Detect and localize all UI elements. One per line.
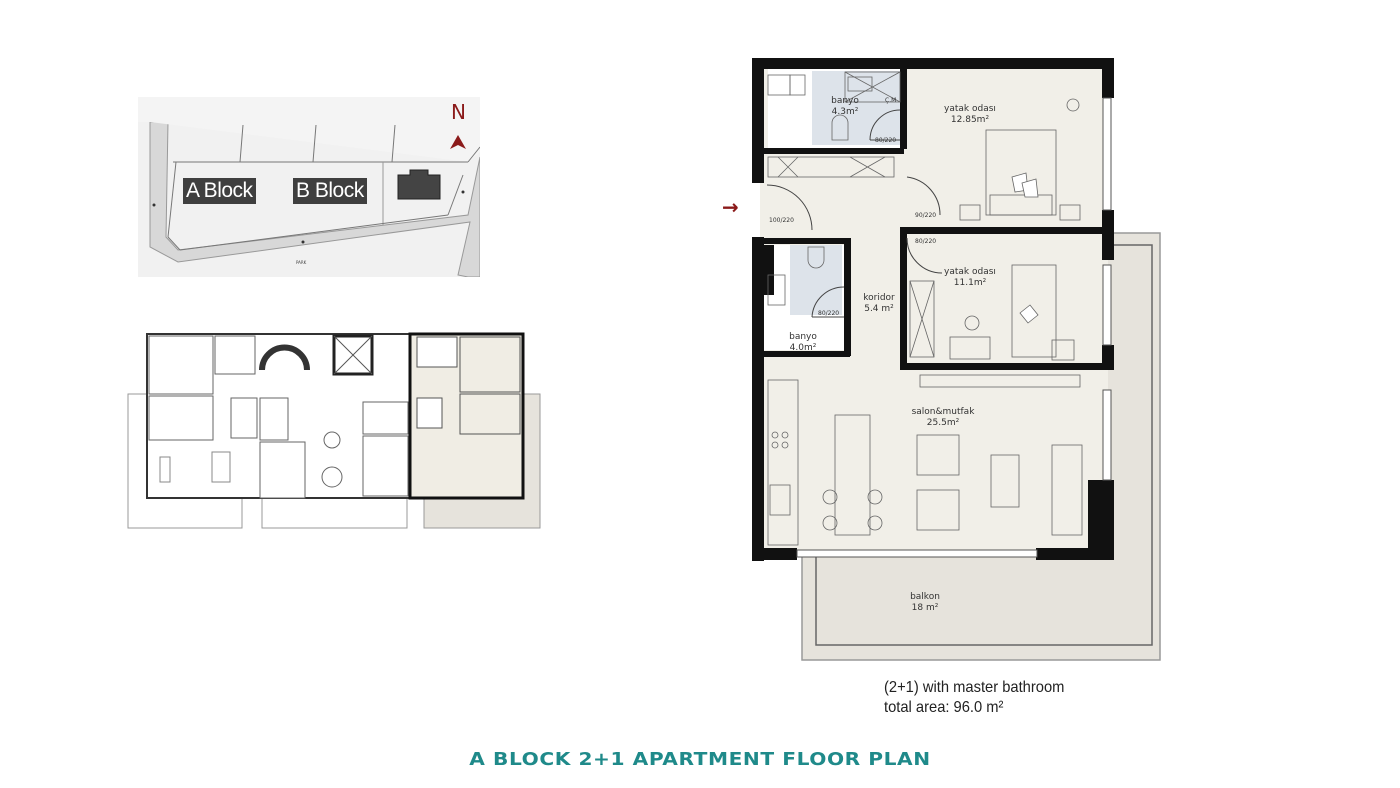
key-plan-drawing <box>127 332 541 529</box>
site-map-roads <box>138 97 480 277</box>
door-label-bedroom-2: 80/220 <box>915 238 937 245</box>
room-label-corridor: koridor 5.4 m² <box>856 293 902 315</box>
apartment-floor-plan: → banyo 4.3m² yatak odası 12.85m² yatak … <box>720 55 1180 665</box>
room-label-balcony: balkon 18 m² <box>900 592 950 614</box>
room-name: koridor <box>863 293 895 303</box>
fixture-label: Ç.M <box>885 97 897 104</box>
room-area: 4.3m² <box>831 107 859 117</box>
apartment-caption: (2+1) with master bathroom total area: 9… <box>884 678 1064 718</box>
b-block-label: B Block <box>293 178 367 204</box>
room-area: 12.85m² <box>950 115 990 125</box>
room-name: yatak odası <box>944 267 996 277</box>
page-title-text: A BLOCK 2+1 APARTMENT FLOOR PLAN <box>469 749 931 770</box>
room-label-bedroom-1: yatak odası 12.85m² <box>940 104 1000 126</box>
floor-plan-drawing <box>752 58 1161 661</box>
building-key-plan <box>127 332 541 530</box>
room-area: 5.4 m² <box>864 304 894 314</box>
room-area: 4.0m² <box>789 343 817 353</box>
caption-type: (2+1) with master bathroom <box>884 679 1065 696</box>
room-label-bedroom-2: yatak odası 11.1m² <box>940 267 1000 289</box>
door-label-bath-2: 80/220 <box>818 310 840 317</box>
caption-total-area: total area: 96.0 m² <box>884 699 1004 716</box>
room-name: banyo <box>789 332 817 342</box>
room-name: banyo <box>831 96 859 106</box>
door-label-entry: 100/220 <box>769 217 794 224</box>
a-block-label: A Block <box>183 178 256 204</box>
north-label: N <box>451 100 466 124</box>
entry-arrow-icon: → <box>722 195 739 219</box>
door-label-master-bath: 80/220 <box>875 137 897 144</box>
site-map: N A Block B Block PARK <box>138 97 480 277</box>
room-label-living-kitchen: salon&mutfak 25.5m² <box>903 407 983 429</box>
room-name: salon&mutfak <box>911 407 975 417</box>
room-area: 11.1m² <box>953 278 987 288</box>
room-label-bath-2: banyo 4.0m² <box>778 332 828 354</box>
room-name: yatak odası <box>944 104 996 114</box>
room-name: balkon <box>910 592 940 602</box>
room-area: 25.5m² <box>926 418 960 428</box>
page-title: A BLOCK 2+1 APARTMENT FLOOR PLAN <box>0 749 1400 770</box>
road-label: PARK <box>296 260 307 265</box>
room-area: 18 m² <box>911 603 939 613</box>
door-label-bedroom-1: 90/220 <box>915 212 937 219</box>
room-label-master-bath: banyo 4.3m² <box>820 96 870 118</box>
